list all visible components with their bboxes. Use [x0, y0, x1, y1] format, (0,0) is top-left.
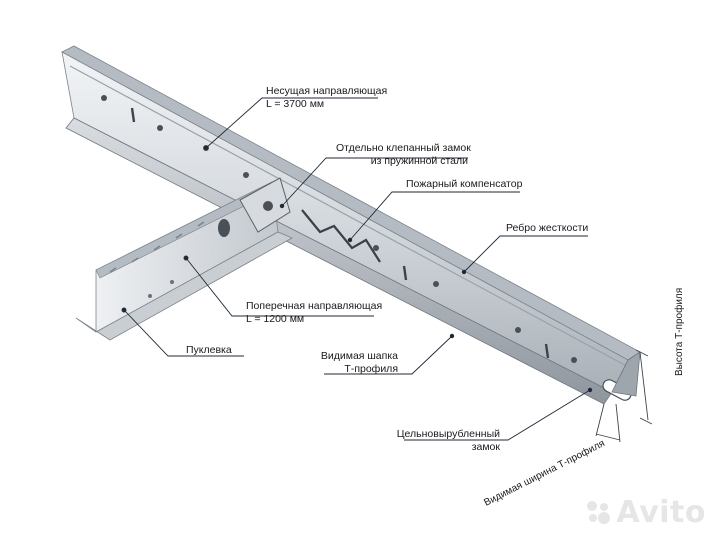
leader-dot	[449, 333, 455, 339]
dimension-lines	[595, 349, 653, 443]
cross-rail-cap	[75, 231, 293, 341]
label-die-cut-lock: Цельновырубленный замок	[396, 428, 500, 454]
leader-dot	[587, 387, 593, 393]
rail-hole	[243, 172, 249, 178]
label-visible-cap-line2: Т-профиля	[344, 363, 398, 375]
rail-hole	[515, 327, 521, 333]
rail-hole	[101, 95, 107, 101]
riveted-lock-hole	[263, 201, 273, 211]
cross-rail-slots	[109, 221, 205, 273]
rail-slot	[130, 107, 136, 123]
leader-cross-rail	[185, 257, 374, 317]
label-stiffening-rib: Ребро жесткости	[506, 222, 589, 234]
rail-hole	[157, 125, 163, 131]
label-riveted-lock-line2: из пружинной стали	[370, 155, 468, 167]
width-dim-ext	[615, 403, 621, 443]
height-dim-tick	[639, 417, 653, 425]
label-bulge: Пуклевка	[186, 344, 232, 356]
label-riveted-lock-line1: Отдельно клепанный замок	[336, 142, 471, 154]
label-die-cut-lock-line1: Цельновырубленный	[396, 428, 500, 440]
leader-bulge	[123, 309, 244, 357]
cross-slot	[197, 221, 205, 227]
width-dim-line	[595, 433, 621, 441]
label-visible-cap-line1: Видимая шапка	[320, 350, 398, 362]
label-main-rail-length: L = 3700 мм	[266, 98, 325, 110]
rail-hole	[373, 245, 379, 251]
height-dim-tick	[635, 349, 649, 357]
cross-slot	[153, 245, 161, 251]
leader-dot	[461, 269, 467, 275]
height-dim-line	[639, 351, 649, 421]
label-profile-height: Высота Т-профиля	[673, 288, 685, 376]
label-main-rail: Несущая направляющая L = 3700 мм	[266, 85, 387, 111]
label-cross-rail-title: Поперечная направляющая	[246, 300, 383, 312]
fire-compensator-cut	[301, 209, 381, 263]
avito-watermark: Avito	[616, 495, 706, 530]
leader-dot	[121, 307, 127, 313]
label-cross-rail-length: L = 1200 мм	[246, 313, 305, 325]
leader-visible-cap	[324, 335, 453, 375]
rail-slot	[402, 265, 408, 281]
leader-dot	[183, 255, 189, 261]
leader-dot	[347, 237, 353, 243]
leader-lines	[123, 97, 591, 441]
leader-dot	[279, 203, 285, 209]
leader-main-rail	[205, 97, 378, 149]
label-visible-cap: Видимая шапка Т-профиля	[306, 350, 398, 376]
label-main-rail-title: Несущая направляющая	[266, 85, 388, 97]
label-fire-compensator: Пожарный компенсатор	[406, 178, 523, 190]
label-die-cut-lock-line2: замок	[471, 441, 500, 453]
rail-hole	[571, 357, 577, 363]
leader-dot	[203, 145, 209, 151]
leader-fire-compensator	[349, 191, 520, 241]
main-rail-slots	[130, 107, 550, 359]
cross-rail-oval-hole	[218, 219, 230, 237]
leader-stiffening-rib	[463, 235, 588, 273]
avito-dots-icon	[587, 501, 610, 524]
width-dim-ext	[595, 403, 605, 437]
leader-die-cut-lock	[404, 389, 591, 441]
leader-dots	[121, 145, 593, 393]
cross-slot	[175, 233, 183, 239]
cross-slot	[131, 257, 139, 263]
label-cross-rail: Поперечная направляющая L = 1200 мм	[246, 300, 382, 326]
bulge-dot	[170, 280, 174, 284]
label-riveted-lock: Отдельно клепанный замок из пружинной ст…	[336, 142, 471, 168]
rail-slot	[544, 343, 550, 359]
bulge-dot	[148, 294, 152, 298]
leader-riveted-lock	[281, 157, 468, 207]
cross-slot	[109, 267, 117, 273]
stiffening-rib-line	[69, 65, 635, 371]
main-rail	[61, 45, 641, 405]
main-rail-end-face	[611, 351, 641, 397]
rail-hole	[433, 281, 439, 287]
